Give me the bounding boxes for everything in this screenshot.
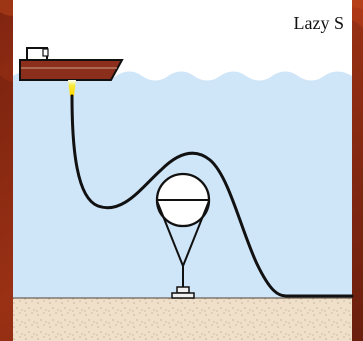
diagram-title: Lazy S — [293, 13, 344, 33]
lazy-s-riser — [70, 94, 354, 298]
buoy-icon — [155, 172, 211, 287]
riser-top-glow — [68, 80, 76, 96]
seabed — [13, 298, 352, 341]
anchor-block-icon — [171, 286, 195, 299]
ship-icon — [19, 47, 124, 81]
